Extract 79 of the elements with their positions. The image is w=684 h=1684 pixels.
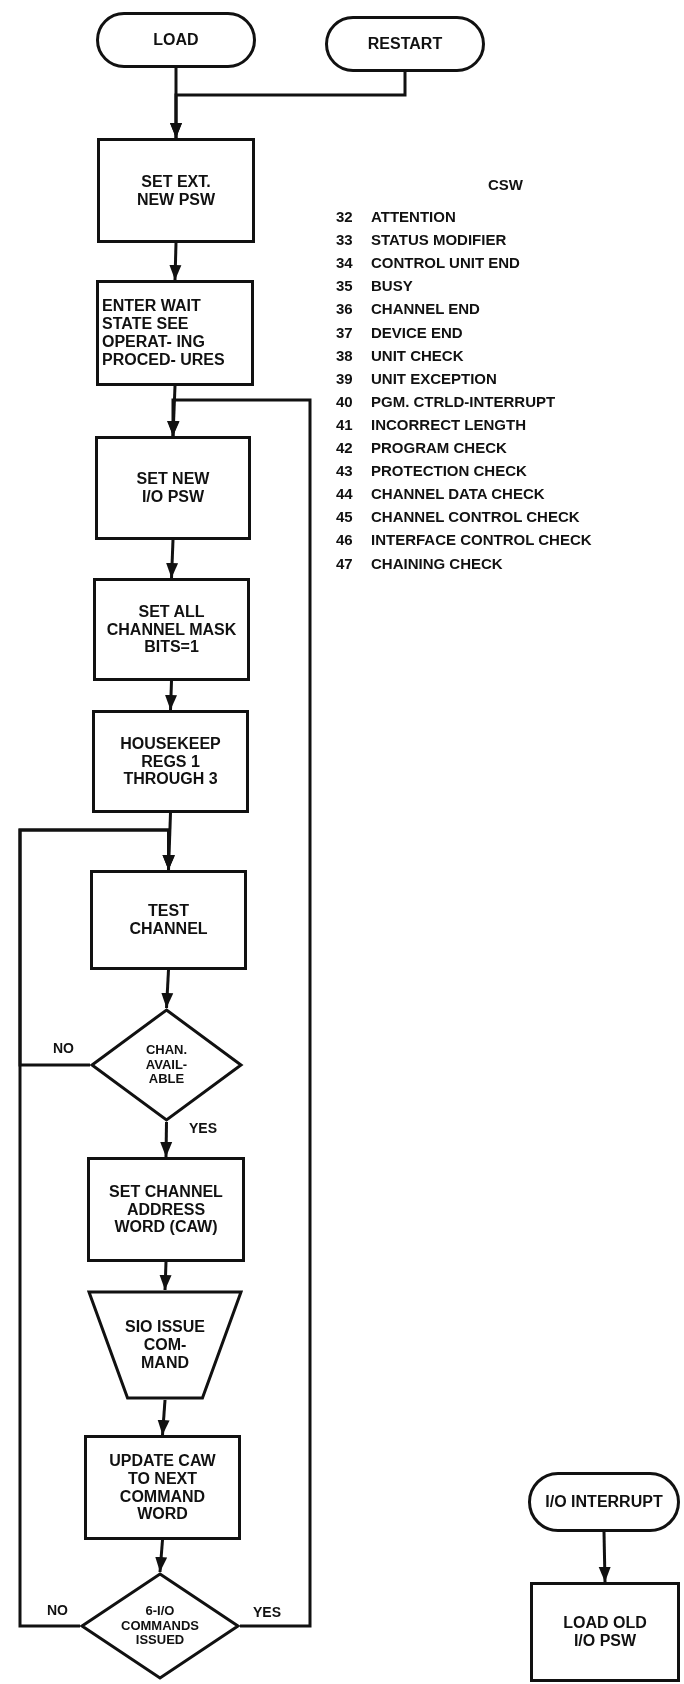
status-name: PROGRAM CHECK — [371, 439, 507, 456]
step-text: HOUSEKEEP REGS 1 THROUGH 3 — [119, 734, 222, 789]
bit-number: 46 — [336, 531, 353, 549]
flow-arrow — [160, 1121, 173, 1158]
bit-number: 39 — [336, 369, 353, 387]
process-box — [92, 710, 249, 813]
io-trapezoid — [87, 1290, 243, 1400]
step-text: ENTER WAIT STATE SEE OPERAT- ING PROCED- URES — [102, 297, 226, 369]
step-text: SET NEW I/O PSW — [135, 470, 211, 506]
bit-number: 36 — [336, 300, 353, 318]
edge-label: YES — [188, 1120, 218, 1136]
step-text: RESTART — [366, 35, 444, 53]
status-name: STATUS MODIFIER — [371, 231, 507, 249]
process-box — [96, 280, 254, 386]
process-box — [93, 578, 250, 681]
bit-number: 43 — [336, 462, 353, 480]
step-text: LOAD — [152, 31, 200, 49]
status-name: ATTENTION — [371, 208, 456, 225]
bit-number: 35 — [336, 277, 353, 295]
edge-label: YES — [252, 1604, 282, 1620]
status-name: DEVICE END — [371, 323, 463, 341]
flow-arrow — [598, 1531, 611, 1583]
flow-arrow — [159, 1261, 172, 1291]
bit-number: 47 — [336, 554, 353, 572]
status-name: CHAINING CHECK — [371, 554, 503, 572]
edge-label: NO — [46, 1602, 69, 1618]
process-box — [530, 1582, 680, 1682]
flow-arrow — [167, 398, 312, 1628]
step-text: SET CHANNEL ADDRESS WORD (CAW) — [108, 1182, 224, 1237]
edge-label: NO — [52, 1040, 75, 1056]
flow-arrow — [166, 539, 179, 579]
step-text: LOAD OLD I/O PSW — [562, 1614, 648, 1650]
process-box — [95, 436, 251, 540]
step-text: SIO ISSUE COM- MAND — [124, 1318, 206, 1372]
step-text: 6-I/O COMMANDS ISSUED — [120, 1604, 200, 1648]
status-name: PROTECTION CHECK — [371, 462, 527, 480]
flow-arrow — [169, 242, 182, 281]
status-name: UNIT CHECK — [371, 346, 464, 364]
status-name: CHANNEL CONTROL CHECK — [371, 508, 580, 526]
process-box — [97, 138, 255, 243]
status-name: CONTROL UNIT END — [371, 254, 520, 272]
status-name: CHANNEL DATA CHECK — [371, 485, 545, 503]
status-name: BUSY — [371, 277, 413, 295]
bit-number: 41 — [336, 415, 353, 433]
status-name: INCORRECT LENGTH — [371, 415, 526, 433]
bit-number: 33 — [336, 231, 353, 249]
decision-diamond — [80, 1572, 240, 1680]
terminal-box — [96, 12, 256, 68]
process-box — [90, 870, 247, 970]
bit-number: 44 — [336, 485, 353, 503]
flow-arrow — [18, 828, 175, 1628]
status-name: INTERFACE CONTROL CHECK — [371, 531, 592, 549]
bit-number: 40 — [336, 392, 353, 410]
status-name: CHANNEL END — [371, 300, 480, 318]
flow-arrow — [157, 1399, 170, 1436]
decision-diamond — [90, 1008, 243, 1122]
step-text: UPDATE CAW TO NEXT COMMAND WORD — [108, 1451, 217, 1524]
bit-number: 38 — [336, 346, 353, 364]
step-text: I/O INTERRUPT — [544, 1493, 664, 1511]
status-name: UNIT EXCEPTION — [371, 369, 497, 387]
status-name: PGM. CTRLD-INTERRUPT — [371, 392, 556, 410]
step-text: SET ALL CHANNEL MASK BITS=1 — [106, 602, 237, 657]
bit-number: 42 — [336, 439, 353, 456]
flow-arrow — [165, 680, 177, 711]
bit-number: 37 — [336, 323, 353, 341]
terminal-box — [325, 16, 485, 72]
terminal-box — [528, 1472, 680, 1532]
bit-number: 32 — [336, 208, 353, 225]
flow-arrow — [161, 969, 174, 1009]
process-box — [84, 1435, 241, 1540]
step-text: CHAN. AVAIL- ABLE — [144, 1043, 189, 1087]
flow-arrow — [170, 72, 407, 138]
bit-number: 45 — [336, 508, 353, 526]
step-text: TEST CHANNEL — [128, 902, 209, 938]
bit-number: 34 — [336, 254, 353, 272]
process-box — [87, 1157, 245, 1262]
step-text: SET EXT. NEW PSW — [135, 172, 217, 209]
flow-arrow — [155, 1539, 168, 1573]
table-heading: CSW — [488, 176, 523, 193]
